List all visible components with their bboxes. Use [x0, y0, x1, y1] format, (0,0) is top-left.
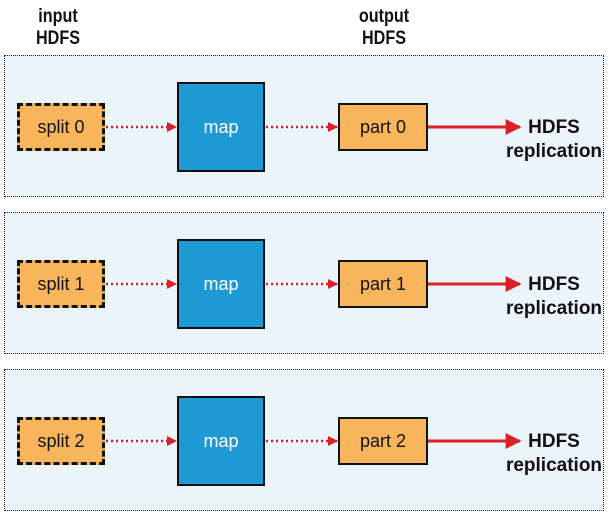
replication-label-line: HDFS — [528, 431, 580, 452]
part-box: part 2 — [338, 417, 428, 465]
replication-label-line: replication — [505, 298, 603, 319]
replication-label-line: HDFS — [528, 274, 580, 295]
hdfs-replication-label: HDFS replication — [499, 116, 609, 164]
input-hdfs-header: input HDFS — [16, 6, 101, 50]
output-hdfs-header: output HDFS — [342, 6, 427, 50]
hdfs-replication-label: HDFS replication — [499, 430, 609, 478]
map-box: map — [177, 239, 265, 329]
split-box: split 2 — [17, 417, 105, 465]
part-box: part 1 — [338, 260, 428, 308]
output-header-line: HDFS — [362, 28, 406, 49]
hdfs-replication-label: HDFS replication — [499, 273, 609, 321]
replication-label-line: replication — [505, 455, 603, 476]
output-header-line: output — [358, 6, 410, 27]
split-box: split 0 — [17, 103, 105, 151]
map-box: map — [177, 396, 265, 486]
input-header-line: input — [38, 6, 78, 27]
part-box: part 0 — [338, 103, 428, 151]
input-header-line: HDFS — [36, 28, 80, 49]
replication-label-line: HDFS — [528, 117, 580, 138]
map-box: map — [177, 82, 265, 172]
split-box: split 1 — [17, 260, 105, 308]
replication-label-line: replication — [505, 141, 603, 162]
